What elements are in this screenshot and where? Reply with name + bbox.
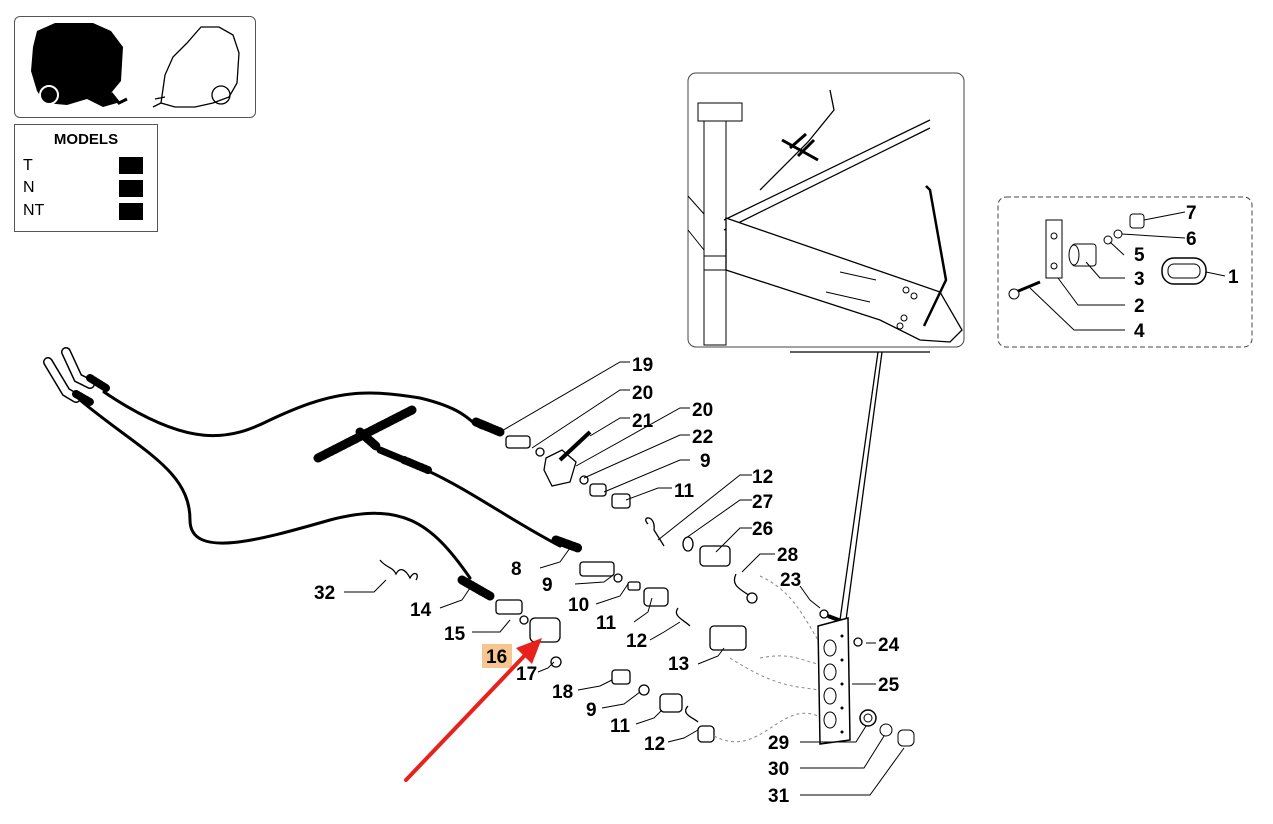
callout-15: 15	[444, 624, 466, 645]
model-label-n: N	[23, 179, 35, 196]
model-n-indicator	[119, 180, 143, 197]
models-legend: MODELS T N NT	[14, 124, 158, 232]
callout-24: 24	[878, 635, 900, 656]
fittings	[379, 430, 863, 743]
callout-27: 27	[752, 492, 773, 513]
red-arrow-icon	[404, 638, 542, 782]
callout-14: 14	[410, 600, 432, 621]
callout-23: 23	[780, 570, 801, 591]
callout-11-top: 11	[674, 481, 695, 502]
model-t-indicator	[119, 157, 143, 174]
callout-6: 6	[1186, 229, 1197, 250]
callout-26: 26	[752, 519, 773, 540]
highlight-box	[482, 644, 512, 668]
callout-8: 8	[511, 559, 522, 580]
callout-30: 30	[768, 759, 789, 780]
callout-12-mid: 12	[626, 631, 647, 652]
callout-11-mid: 11	[596, 613, 617, 634]
callout-4: 4	[1134, 321, 1145, 342]
callout-25: 25	[878, 675, 900, 696]
model-label-t: T	[23, 157, 33, 174]
callout-5: 5	[1134, 245, 1145, 266]
callout-32: 32	[314, 583, 335, 604]
hardware-leader-lines	[1029, 211, 1226, 331]
callout-29: 29	[768, 733, 789, 754]
callout-31: 31	[768, 786, 790, 807]
callout-7: 7	[1186, 203, 1197, 224]
model-nt-indicator	[119, 203, 143, 220]
callout-20-lower: 20	[692, 400, 713, 421]
mounting-plate	[817, 617, 915, 747]
callout-12-low: 12	[644, 734, 665, 755]
callout-12-top: 12	[752, 467, 773, 488]
hydraulic-hoses	[43, 347, 583, 601]
connection-lines	[713, 575, 819, 743]
bracket-tie-lines	[790, 351, 930, 621]
callout-9-mid: 9	[542, 575, 553, 596]
callout-17: 17	[516, 664, 537, 685]
callout-16-highlighted: 16	[486, 647, 507, 668]
callout-10: 10	[568, 595, 589, 616]
model-label-nt: NT	[23, 202, 45, 219]
machine-thumbnail-box	[14, 16, 256, 118]
callout-21: 21	[632, 411, 654, 432]
callout-1: 1	[1228, 267, 1239, 288]
callout-18: 18	[552, 682, 573, 703]
callout-9-top: 9	[700, 451, 711, 472]
hardware-inset	[997, 196, 1253, 348]
machine-silhouette-icon	[31, 23, 240, 108]
callout-3: 3	[1134, 269, 1145, 290]
leader-lines	[344, 361, 905, 796]
callout-9-low: 9	[586, 700, 597, 721]
callout-11-low: 11	[610, 716, 631, 737]
callout-19: 19	[632, 355, 653, 376]
detail-inset	[687, 72, 965, 348]
callout-2: 2	[1134, 296, 1145, 317]
callout-13: 13	[668, 654, 689, 675]
callout-28: 28	[777, 545, 798, 566]
callout-20-upper: 20	[632, 383, 653, 404]
models-title: MODELS	[53, 131, 119, 148]
callout-22: 22	[692, 427, 713, 448]
